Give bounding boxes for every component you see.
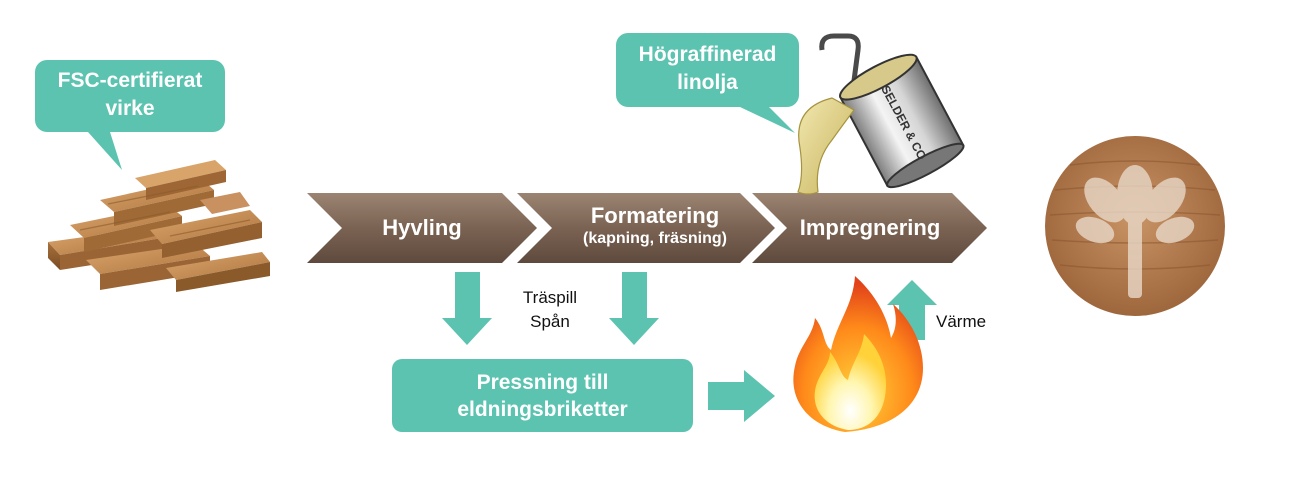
fsc-line-2: virke xyxy=(105,97,155,120)
down-arrow-right xyxy=(609,272,659,345)
right-arrow-to-fire xyxy=(708,370,775,422)
step-title-formatering: Formatering xyxy=(590,203,720,228)
step-chevron-hyvling xyxy=(307,193,537,263)
press-line-1: Pressning till xyxy=(476,370,609,394)
step-label-formatering: Formatering (kapning, fräsning) xyxy=(540,204,770,250)
tree-logo-icon xyxy=(1045,136,1225,316)
press-box: Pressning till eldningsbriketter xyxy=(392,359,693,432)
fsc-bubble-text: FSC-certifierat virke xyxy=(35,67,225,123)
fire-icon xyxy=(793,276,923,432)
byproduct-line-1: Träspill xyxy=(522,288,578,307)
press-line-2: eldningsbriketter xyxy=(457,397,628,421)
step-chevron-formatering xyxy=(517,193,775,263)
step-title-impregnering: Impregnering xyxy=(799,215,941,240)
step-label-hyvling: Hyvling xyxy=(342,216,502,240)
oil-can-icon: SELDER & CO xyxy=(797,33,965,195)
heat-label: Värme xyxy=(936,312,987,331)
step-title-hyvling: Hyvling xyxy=(382,215,462,240)
fsc-line-1: FSC-certifierat xyxy=(57,69,203,92)
process-steps xyxy=(307,193,987,263)
byproduct-line-2: Spån xyxy=(530,312,570,331)
fsc-bubble xyxy=(35,60,225,170)
oil-line-2: linolja xyxy=(677,71,738,94)
oil-bubble xyxy=(616,33,799,133)
down-arrow-left xyxy=(442,272,492,345)
step-chevron-impregnering xyxy=(752,193,987,263)
step-label-impregnering: Impregnering xyxy=(780,216,960,240)
oil-bubble-text: Högraffinerad linolja xyxy=(616,41,799,97)
step-sub-formatering: (kapning, fräsning) xyxy=(583,230,727,247)
byproducts-text: Träspill Spån xyxy=(500,286,600,334)
oil-line-1: Högraffinerad xyxy=(638,43,777,66)
wood-planks-icon xyxy=(48,160,270,292)
